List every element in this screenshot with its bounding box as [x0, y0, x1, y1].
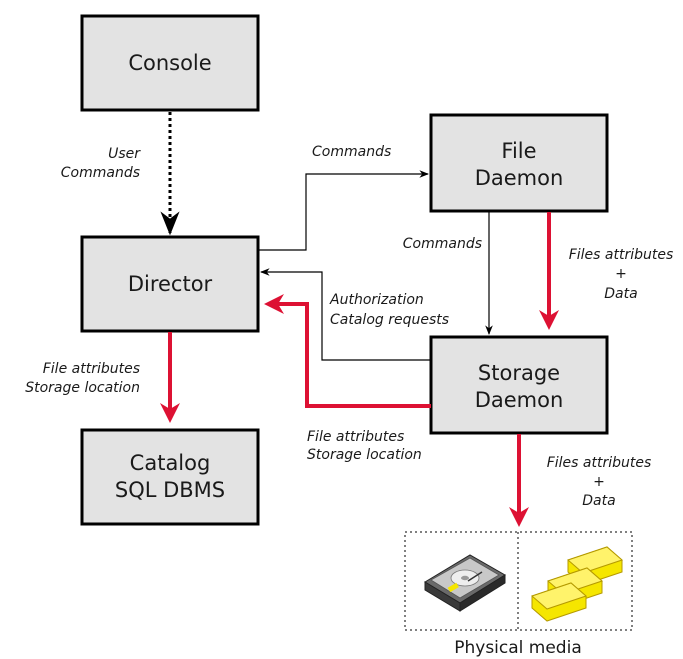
sd-director-data-label-line1: File attributes [307, 429, 404, 445]
director-catalog-label-line2: Storage location [25, 380, 140, 396]
tape-cartridges-icon [531, 546, 623, 622]
fd-sd-data-label-line1: Files attributes [569, 247, 674, 263]
edge-director-to-file-daemon: Commands [258, 144, 429, 251]
fd-sd-data-label-line2: + [615, 266, 627, 282]
sd-media-label-line2: + [593, 474, 605, 490]
user-commands-label-line1: User [108, 146, 141, 162]
sd-media-label-line3: Data [582, 493, 615, 509]
hard-disk-icon [424, 554, 506, 612]
edge-storage-to-director-data: File attributes Storage location [264, 294, 431, 463]
edge-file-daemon-to-storage-data: Files attributes + Data [539, 212, 674, 330]
user-commands-label-line2: Commands [61, 165, 140, 181]
storage-daemon-label-line1: Storage [478, 361, 560, 385]
catalog-node: Catalog SQL DBMS [80, 428, 260, 526]
edge-director-to-catalog: File attributes Storage location [25, 332, 180, 423]
director-commands-label: Commands [312, 144, 391, 160]
physical-media-caption: Physical media [454, 638, 582, 658]
fd-sd-commands-label: Commands [403, 236, 482, 252]
director-node: Director [80, 235, 260, 333]
catalog-label-line1: Catalog [130, 451, 211, 475]
console-node: Console [80, 14, 260, 112]
director-label: Director [128, 272, 213, 296]
edge-console-to-director: User Commands [61, 112, 180, 236]
physical-media-group: Physical media [404, 531, 633, 658]
sd-director-data-label-line2: Storage location [307, 447, 422, 463]
file-daemon-label-line2: Daemon [475, 166, 564, 190]
catalog-label-line2: SQL DBMS [115, 478, 225, 502]
file-daemon-node: File Daemon [429, 113, 609, 213]
edge-storage-to-director-requests: Authorization Catalog requests [260, 268, 449, 361]
fd-sd-data-label-line3: Data [604, 286, 637, 302]
authorization-label-line2: Catalog requests [330, 312, 449, 328]
file-daemon-label-line1: File [501, 139, 536, 163]
authorization-label-line1: Authorization [329, 292, 424, 308]
storage-daemon-node: Storage Daemon [429, 335, 609, 435]
console-label: Console [128, 51, 211, 75]
director-catalog-label-line1: File attributes [43, 361, 140, 377]
edge-file-daemon-to-storage-commands: Commands [403, 212, 493, 335]
storage-daemon-label-line2: Daemon [475, 388, 564, 412]
sd-media-label-line1: Files attributes [547, 455, 652, 471]
edge-storage-to-media: Files attributes + Data [509, 434, 652, 527]
